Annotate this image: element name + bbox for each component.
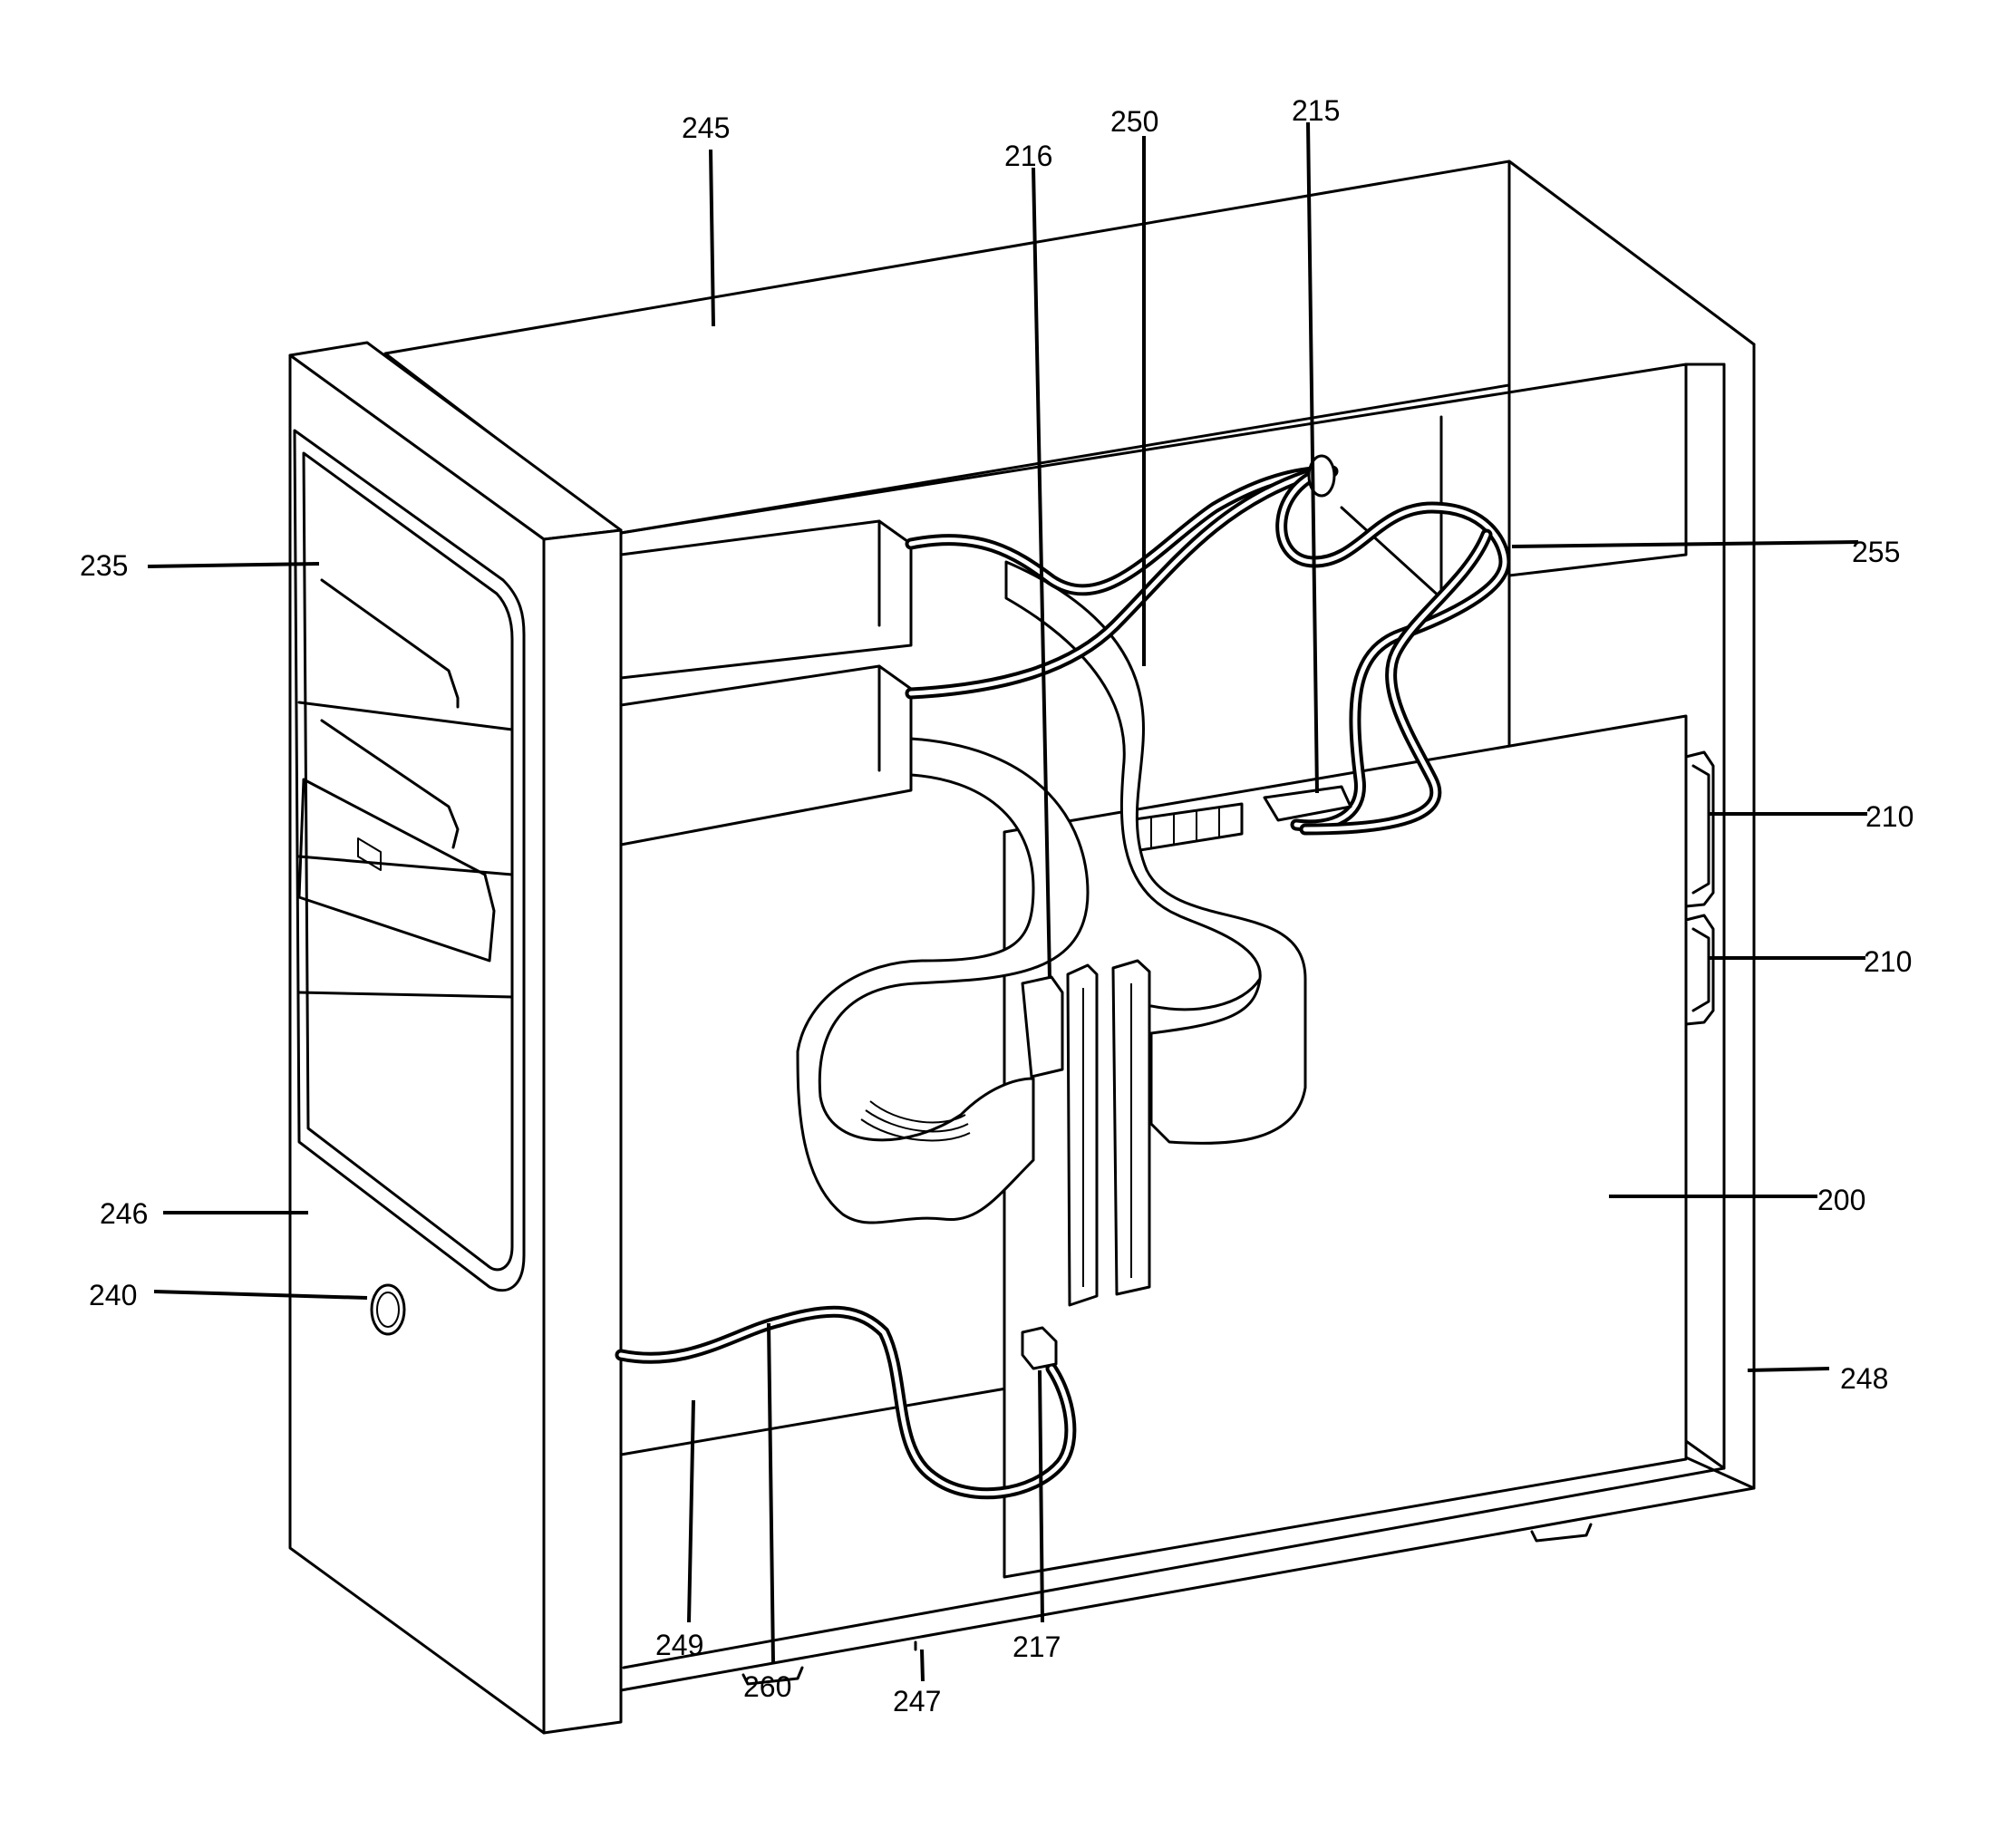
label-215: 215 bbox=[1292, 94, 1340, 127]
label-200: 200 bbox=[1817, 1184, 1865, 1216]
leader-245 bbox=[709, 149, 715, 327]
front-panel bbox=[288, 341, 623, 1735]
motherboard bbox=[1003, 714, 1715, 1579]
case-interior bbox=[619, 363, 1726, 1686]
label-250: 250 bbox=[1110, 105, 1158, 138]
ribbon-cables bbox=[796, 560, 1307, 1224]
label-217: 217 bbox=[1013, 1630, 1061, 1663]
leader-215 bbox=[1306, 121, 1319, 794]
reference-numerals: 245 216 250 215 255 235 210 210 200 246 … bbox=[80, 94, 1914, 1717]
leader-248 bbox=[1747, 1367, 1830, 1372]
label-260: 260 bbox=[743, 1670, 791, 1703]
leader-249 bbox=[687, 1399, 695, 1623]
leader-lines bbox=[147, 121, 1867, 1682]
label-249: 249 bbox=[655, 1629, 703, 1661]
leader-240 bbox=[153, 1290, 368, 1300]
label-246: 246 bbox=[100, 1197, 148, 1230]
leader-260 bbox=[767, 1322, 775, 1664]
label-210a: 210 bbox=[1865, 800, 1914, 833]
label-248: 248 bbox=[1840, 1362, 1888, 1395]
label-240: 240 bbox=[89, 1279, 137, 1311]
leader-247 bbox=[920, 1649, 925, 1682]
label-216: 216 bbox=[1004, 140, 1052, 172]
leader-216 bbox=[1032, 167, 1051, 980]
label-235: 235 bbox=[80, 549, 128, 582]
leader-255 bbox=[1511, 540, 1859, 548]
drive-bays bbox=[619, 519, 913, 847]
leader-217 bbox=[1038, 1369, 1044, 1623]
label-245: 245 bbox=[682, 111, 730, 144]
label-247: 247 bbox=[893, 1685, 941, 1717]
label-210b: 210 bbox=[1864, 945, 1912, 978]
ide-connectors bbox=[1021, 959, 1151, 1307]
label-255: 255 bbox=[1852, 536, 1900, 568]
cable-260 bbox=[615, 1305, 1077, 1500]
leader-235 bbox=[147, 562, 320, 568]
